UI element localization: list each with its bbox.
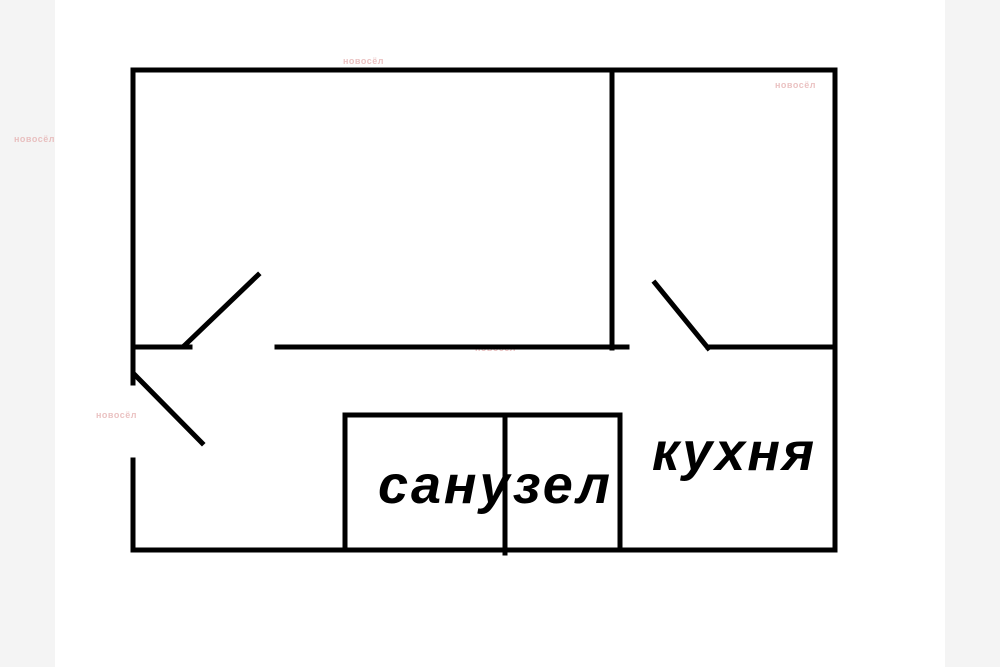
entrance-door-swing [131, 371, 206, 447]
floor-plan-canvas [55, 0, 945, 667]
watermark: новосёл [14, 134, 55, 144]
kitchen-label: кухня [652, 422, 814, 482]
door-swing [181, 271, 262, 349]
outer-wall [130, 67, 838, 553]
bathroom-label: санузел [378, 455, 610, 515]
watermark: новосёл [96, 410, 137, 420]
bathroom-walls [342, 412, 623, 553]
watermark: новосёл [775, 80, 816, 90]
door-swing [651, 279, 712, 352]
watermark: новосёл [343, 56, 384, 66]
